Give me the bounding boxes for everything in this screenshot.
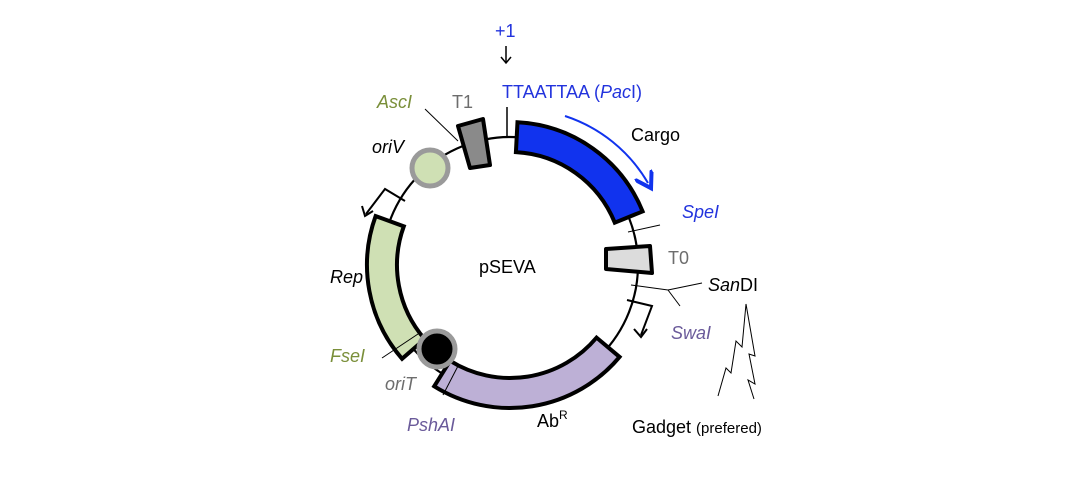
cargo-direction-arrow (564, 115, 648, 183)
pshAI-leader (442, 365, 459, 396)
swaI-label: SwaI (671, 323, 711, 343)
oriV-origin (409, 147, 451, 189)
t1-label: T1 (452, 92, 473, 112)
speI-leader (627, 224, 661, 233)
speI-label: SpeI (682, 202, 719, 222)
sanDI-leader (630, 284, 669, 291)
t0-label: T0 (668, 248, 689, 268)
t1-terminator (456, 117, 492, 170)
rep-promoter-arrow (365, 187, 406, 215)
oriT-label: oriT (385, 374, 418, 394)
pacI-label: TTAATTAA (PacI) (502, 82, 642, 102)
rep-label: Rep (330, 267, 363, 287)
ascI-label: AscI (376, 92, 412, 112)
plus-one-label: +1 (495, 21, 516, 41)
cargo-label: Cargo (631, 125, 680, 145)
gadget-promoter-arrow (626, 299, 654, 336)
cargo-segment (513, 120, 646, 226)
pseva-title: pSEVA (479, 257, 536, 277)
fseI-leader (381, 333, 419, 359)
abr-segment (431, 334, 623, 410)
abr-label: AbR (537, 408, 568, 431)
t0-terminator (604, 244, 654, 275)
gadget-glyph (717, 303, 756, 400)
ascI-leader (424, 108, 459, 142)
gadget-label: Gadget(prefered) (632, 417, 762, 437)
sanDI-label: SanDI (708, 275, 758, 295)
oriV-label: oriV (372, 137, 406, 157)
swaI-leader (667, 289, 681, 307)
pshAI-label: PshAI (407, 415, 455, 435)
rep-segment (365, 213, 428, 362)
oriT-origin (416, 328, 458, 370)
fseI-label: FseI (330, 346, 365, 366)
